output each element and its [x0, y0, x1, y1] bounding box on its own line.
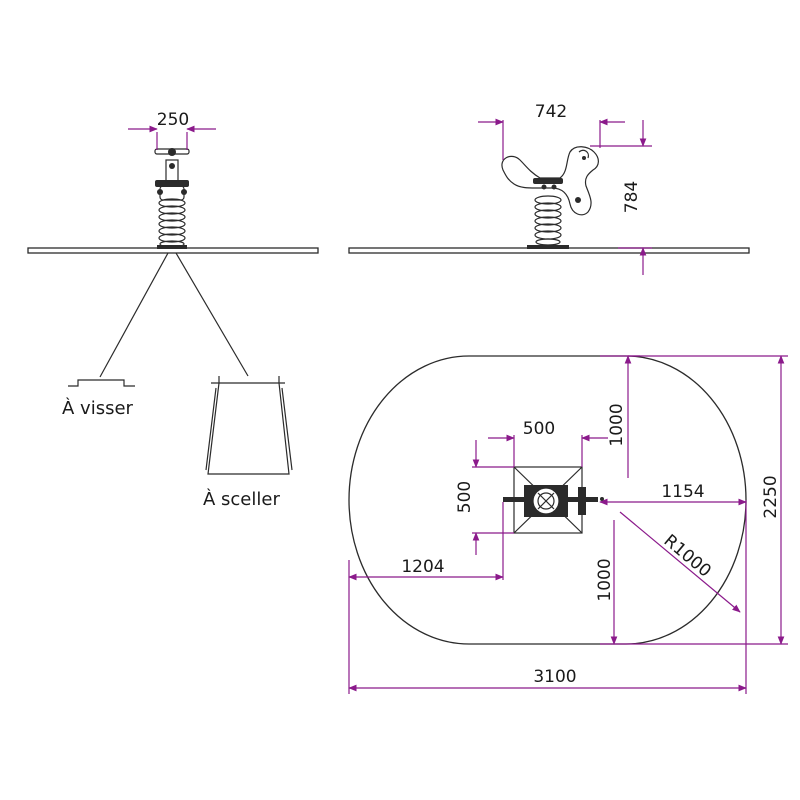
side-base-plate: [527, 245, 569, 249]
sealed-label: À sceller: [203, 488, 280, 510]
plan-right-offset-label: 1154: [661, 482, 704, 502]
plan-right-offset-dimension: 1154: [599, 482, 747, 506]
plan-total-width-label: 3100: [533, 667, 576, 687]
plan-left-offset-dimension: 1204: [348, 502, 504, 581]
side-width-dimension: 742: [478, 102, 625, 160]
front-spring: [158, 198, 186, 248]
side-height-label: 784: [622, 181, 642, 213]
plan-footprint-height-dimension: 500: [455, 440, 514, 555]
leader-sealed: [175, 252, 249, 377]
bolted-label: À visser: [62, 397, 134, 419]
plan-base: [524, 485, 568, 517]
plan-total-height-label: 2250: [761, 475, 781, 518]
plan-total-width-dimension: 3100: [348, 500, 747, 694]
rocking-animal-body: [501, 146, 599, 216]
plan-footprint-width-label: 500: [523, 419, 555, 439]
leader-bolted: [99, 252, 169, 378]
plan-bottom-offset-dimension: 1000: [595, 520, 640, 645]
plan-view: 500 500 1000 1000 1154 R1: [348, 355, 788, 694]
plan-total-height-dimension: 2250: [628, 355, 788, 645]
plan-footprint-width-dimension: 500: [488, 419, 608, 467]
front-seat: [154, 148, 190, 201]
front-width-label: 250: [157, 110, 189, 130]
side-seat: [533, 178, 563, 184]
front-width-dimension: 250: [128, 110, 216, 150]
front-view: 250: [27, 110, 319, 378]
side-height-dimension: 784: [590, 120, 652, 275]
plan-bottom-offset-label: 1000: [595, 558, 615, 601]
side-spring: [534, 195, 562, 246]
fixing-sealed: À sceller: [203, 376, 293, 510]
plan-footprint-height-label: 500: [455, 481, 475, 513]
side-width-label: 742: [535, 102, 567, 122]
plan-top-offset-label: 1000: [607, 403, 627, 446]
side-view: 742 784: [348, 102, 750, 275]
bolted-plate: [68, 379, 135, 387]
fixing-bolted: À visser: [62, 379, 135, 419]
plan-left-offset-label: 1204: [401, 557, 444, 577]
